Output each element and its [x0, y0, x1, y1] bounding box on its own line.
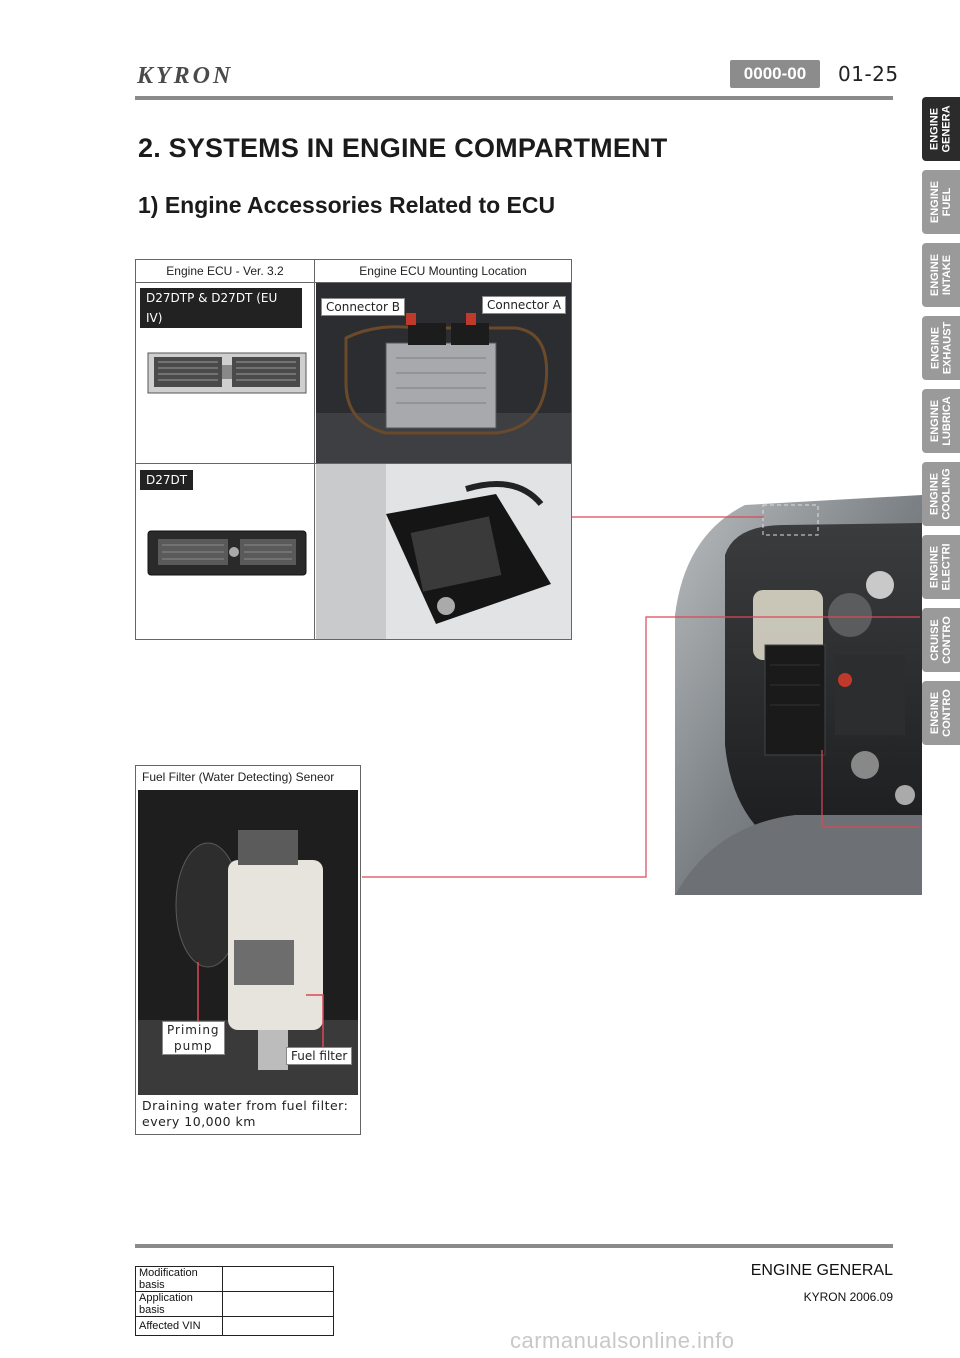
- priming-pump-label: Priming pump: [162, 1021, 225, 1055]
- side-tab-engine-general[interactable]: ENGINE GENERA: [922, 97, 960, 161]
- kyron-logo: KYRON: [136, 63, 233, 88]
- table-row: Affected VIN: [135, 1316, 334, 1336]
- section-code-badge: 0000-00: [730, 60, 820, 88]
- side-tab-label: ENGINE LUBRICA: [929, 396, 953, 446]
- table-row: Application basis: [135, 1291, 334, 1317]
- table-row: Modification basis: [135, 1266, 334, 1292]
- side-tab-label: ENGINE ELECTRI: [929, 543, 953, 591]
- side-tab-engine-lubrication[interactable]: ENGINE LUBRICA: [922, 389, 960, 453]
- side-tab-cruise-control[interactable]: CRUISE CONTRO: [922, 608, 960, 672]
- footer-model: KYRON 2006.09: [803, 1290, 893, 1304]
- side-tab-label: CRUISE CONTRO: [929, 616, 954, 664]
- section-subtitle: 1) Engine Accessories Related to ECU: [138, 192, 556, 218]
- fuel-filter-label: Fuel filter: [286, 1047, 353, 1065]
- ecu-table: Engine ECU - Ver. 3.2 Engine ECU Mountin…: [135, 259, 572, 640]
- leader-lines: [362, 516, 920, 878]
- footer-section-name: ENGINE GENERAL: [750, 1262, 893, 1279]
- revision-value: [222, 1266, 334, 1292]
- revision-value: [222, 1291, 334, 1317]
- row2-engine-label: D27DT: [140, 470, 194, 490]
- col-header-mounting-location: Engine ECU Mounting Location: [359, 264, 527, 278]
- page-number: 01-25: [838, 62, 899, 86]
- side-tab-engine-control[interactable]: ENGINE CONTRO: [922, 681, 960, 745]
- ecu-d27dt-mounting-photo: [316, 464, 571, 639]
- logo-text: KYRON: [136, 63, 233, 88]
- table-row-divider: [136, 463, 571, 464]
- connector-b-label: Connector B: [321, 298, 405, 316]
- revision-table: Modification basis Application basis Aff…: [135, 1266, 334, 1336]
- watermark: carmanualsonline.info: [510, 1328, 735, 1353]
- revision-label: Affected VIN: [135, 1316, 223, 1336]
- table-column-divider: [314, 260, 315, 639]
- side-tab-label: ENGINE GENERA: [929, 105, 953, 153]
- side-tab-label: ENGINE FUEL: [929, 180, 953, 224]
- table-header-divider: [136, 282, 571, 283]
- row1-engine-label: D27DTP & D27DT (EU IV): [140, 288, 302, 328]
- footer-divider: [135, 1244, 893, 1248]
- side-tab-engine-exhaust[interactable]: ENGINE EXHAUST: [922, 316, 960, 380]
- fuel-filter-box: Fuel Filter (Water Detecting) Seneor Pri…: [135, 765, 361, 1135]
- col-header-ecu-version: Engine ECU - Ver. 3.2: [166, 264, 284, 278]
- side-tab-label: ENGINE CONTRO: [929, 689, 954, 737]
- page-title: 2. SYSTEMS IN ENGINE COMPARTMENT: [138, 133, 668, 163]
- connector-a-label: Connector A: [482, 296, 566, 314]
- side-tab-engine-electrical[interactable]: ENGINE ELECTRI: [922, 535, 960, 599]
- side-tab-engine-fuel[interactable]: ENGINE FUEL: [922, 170, 960, 234]
- revision-label: Modification basis: [135, 1266, 223, 1292]
- revision-label: Application basis: [135, 1291, 223, 1317]
- ecu-d27dt-photo: [147, 530, 307, 576]
- revision-value: [222, 1316, 334, 1336]
- header-divider: [135, 96, 893, 100]
- side-tab-label: ENGINE EXHAUST: [929, 321, 953, 375]
- side-tab-label: ENGINE INTAKE: [929, 253, 953, 297]
- fuel-filter-title: Fuel Filter (Water Detecting) Seneor: [142, 770, 335, 784]
- side-tab-label: ENGINE COOLING: [929, 468, 953, 520]
- engine-bay-photo: [675, 495, 922, 895]
- fuel-filter-note: Draining water from fuel filter: every 1…: [142, 1098, 349, 1129]
- side-tab-engine-intake[interactable]: ENGINE INTAKE: [922, 243, 960, 307]
- side-tab-engine-cooling[interactable]: ENGINE COOLING: [922, 462, 960, 526]
- ecu-eu4-photo: [147, 352, 307, 394]
